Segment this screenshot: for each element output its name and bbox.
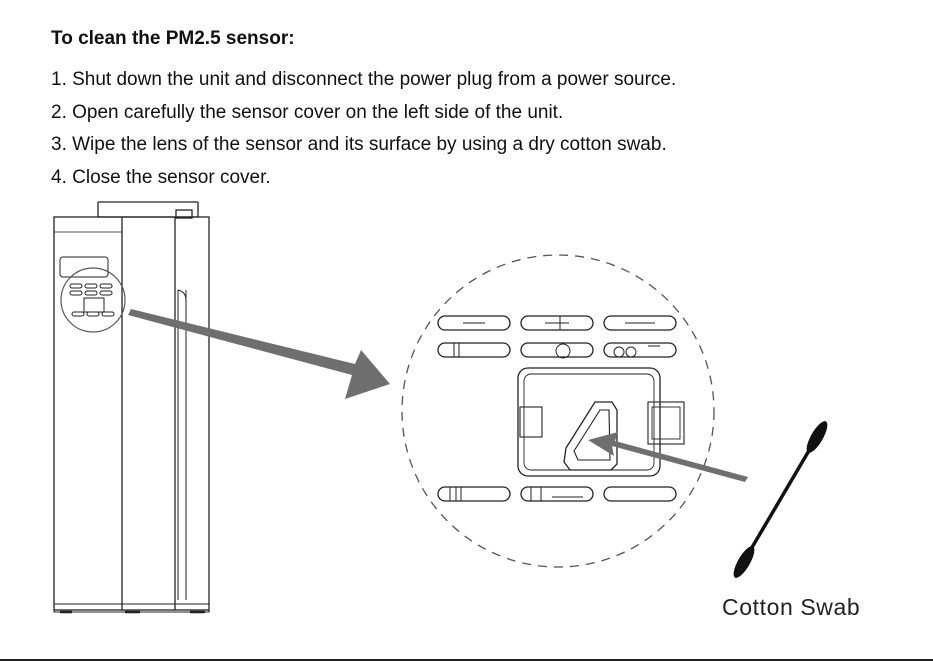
pointer-arrow bbox=[128, 309, 390, 399]
cotton-swab-icon bbox=[730, 418, 831, 580]
page-divider bbox=[0, 659, 933, 661]
swab-direction-arrow bbox=[588, 432, 748, 482]
air-purifier-unit-illustration bbox=[54, 202, 209, 612]
magnified-sensor-area bbox=[402, 255, 714, 567]
sensor-location-marker bbox=[61, 268, 125, 332]
cotton-swab-label: Cotton Swab bbox=[722, 594, 860, 621]
